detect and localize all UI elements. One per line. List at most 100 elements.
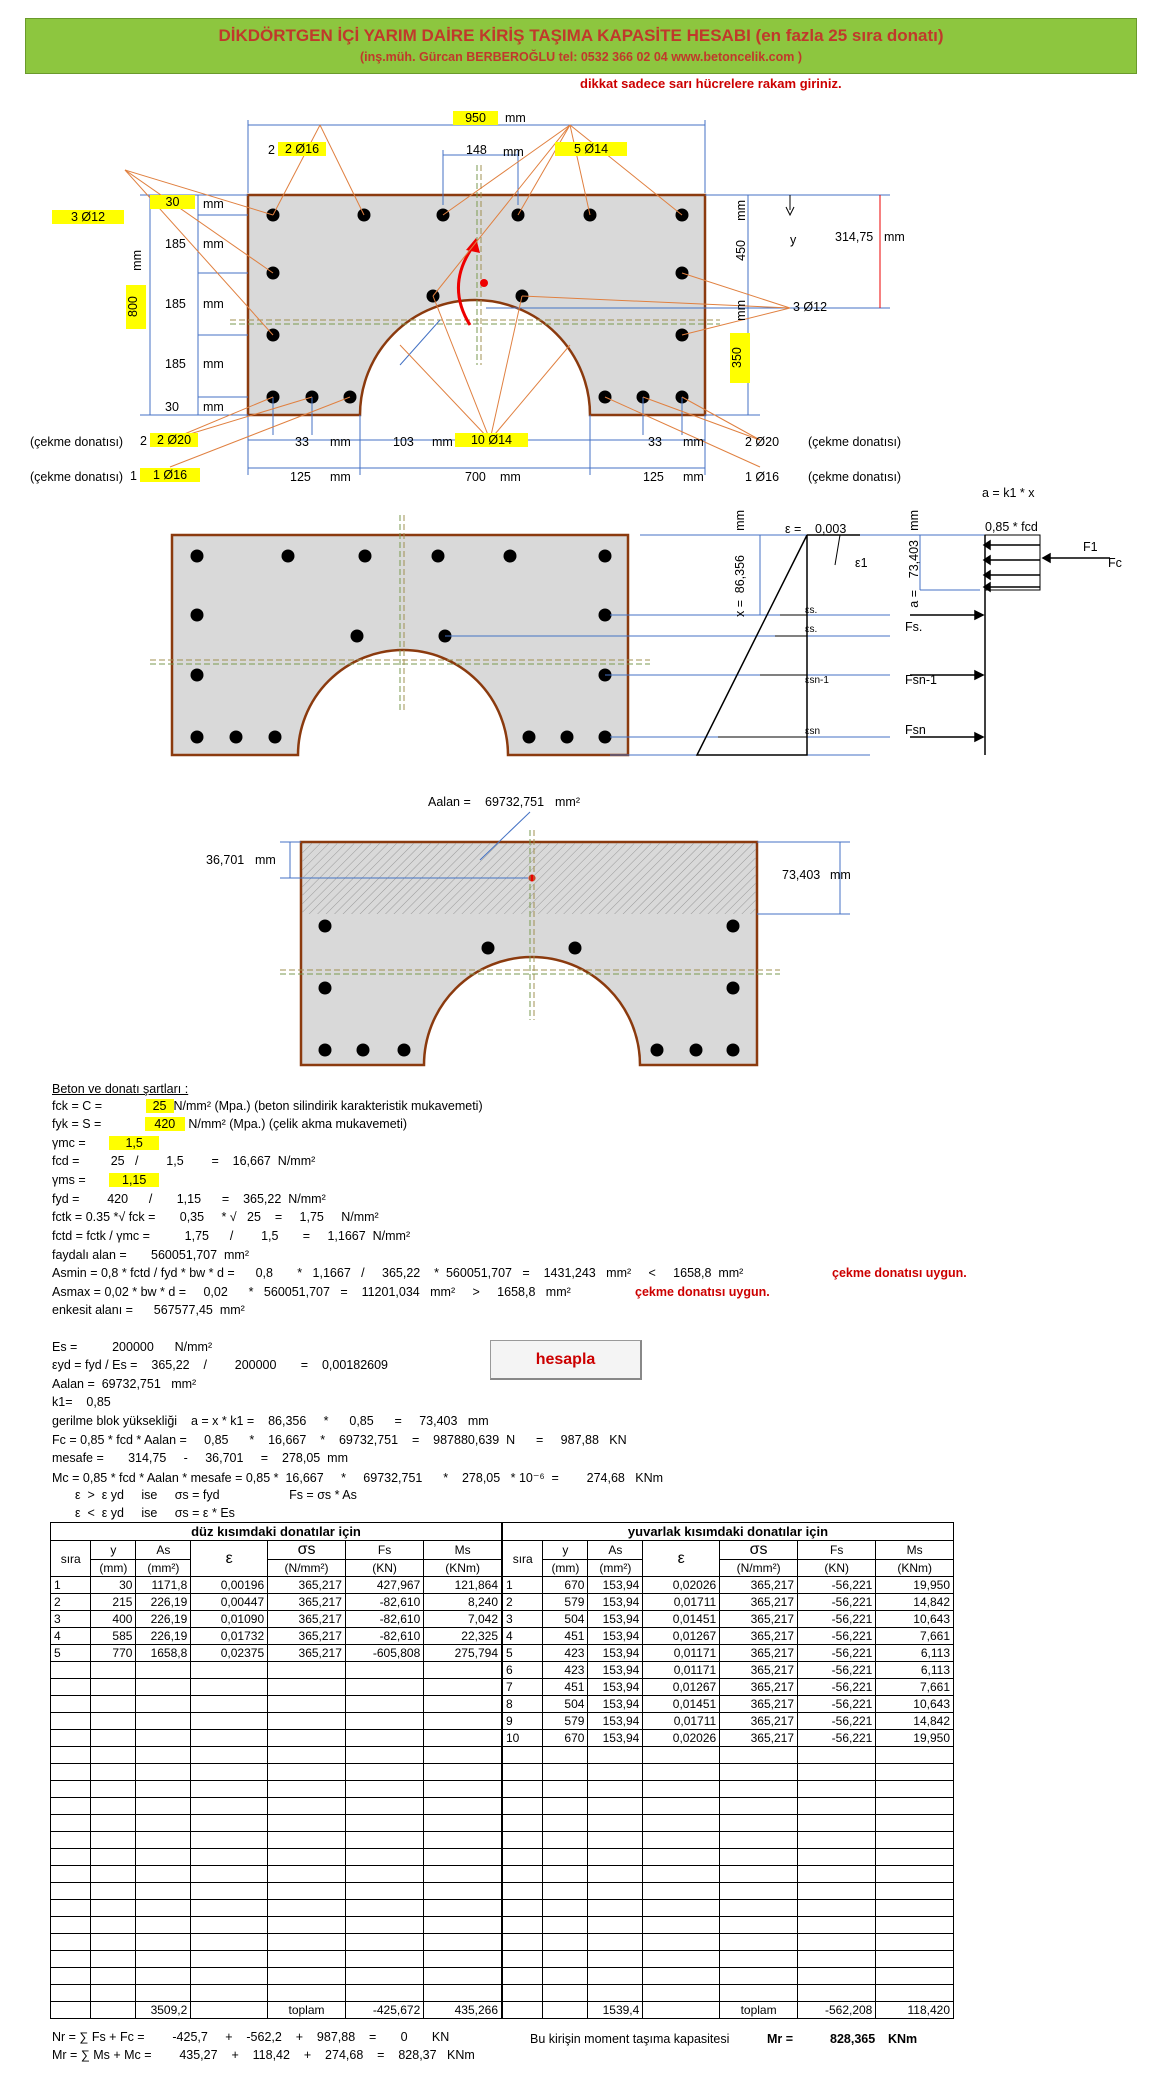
total-as: 3509,2 [135, 2001, 192, 2019]
table-cell [267, 1661, 346, 1679]
table-cell [796, 1848, 877, 1866]
y-label: y [790, 233, 797, 247]
table-cell [190, 1916, 269, 1934]
table-cell [344, 1831, 425, 1849]
fck-input[interactable]: 25 [145, 1099, 174, 1113]
table-cell [90, 1848, 137, 1866]
bot-left-bars2-input[interactable]: 1 Ø16 [140, 468, 200, 482]
table-cell: -56,221 [796, 1712, 877, 1730]
gmc-line: γmc = 1,5 [52, 1136, 160, 1150]
table-cell [423, 1984, 502, 2002]
table-cell [344, 1950, 425, 1968]
conditions-heading: Beton ve donatı şartları : [52, 1082, 189, 1096]
table-row [501, 1797, 954, 1815]
unit: mm [907, 510, 921, 531]
table-row [49, 1678, 502, 1696]
table-row [501, 1848, 954, 1866]
table-row [501, 1950, 954, 1968]
table-cell: 427,967 [344, 1576, 425, 1594]
dim-125-left: 125 [290, 470, 311, 484]
table-cell [587, 1933, 644, 1951]
table-cell: -82,610 [344, 1593, 425, 1611]
table-cell [423, 1967, 502, 1985]
height-input[interactable]: 800 [126, 285, 146, 329]
table-cell: 0,00447 [190, 1593, 269, 1611]
table-cell [90, 1729, 137, 1747]
table-cell [501, 1763, 544, 1781]
table-cell [49, 1729, 92, 1747]
cekme-label: (çekme donatısı) [30, 435, 124, 449]
table-cell [190, 1763, 269, 1781]
fyk-input[interactable]: 420 [144, 1117, 185, 1131]
block-height-line: gerilme blok yüksekliği a = x * k1 = 86,… [52, 1414, 489, 1428]
eps-value: 0,003 [815, 522, 847, 536]
bot-left-bars-input[interactable]: 2 Ø20 [150, 433, 198, 447]
table-cell [135, 1661, 192, 1679]
label: 1 [130, 469, 137, 483]
table-cell [135, 1848, 192, 1866]
table-cell [90, 1746, 137, 1764]
table-cell: 9 [501, 1712, 544, 1730]
table-cell: 10 [501, 1729, 544, 1747]
dim-700: 700 [465, 470, 486, 484]
table-cell: 0,02026 [642, 1576, 721, 1594]
cover-top-input[interactable]: 30 [150, 195, 195, 209]
table-cell [542, 1848, 589, 1866]
table-cell [267, 1712, 346, 1730]
table-cell [135, 1967, 192, 1985]
fc-label: Fc [1108, 556, 1122, 570]
table-cell [190, 1984, 269, 2002]
gms-input[interactable]: 1,15 [109, 1173, 160, 1187]
left-bars-input[interactable]: 3 Ø12 [52, 210, 124, 224]
gmc-input[interactable]: 1,5 [109, 1136, 160, 1150]
table-cell [344, 1797, 425, 1815]
table-cell: 1658,8 [135, 1644, 192, 1662]
table-cell [423, 1848, 502, 1866]
table-cell [267, 1729, 346, 1747]
table-cell [587, 1763, 644, 1781]
table-cell [719, 1763, 798, 1781]
table-cell: 19,950 [875, 1576, 954, 1594]
table-cell: -56,221 [796, 1678, 877, 1696]
top-bars-input[interactable]: 2 Ø16 [278, 142, 326, 156]
width-input[interactable]: 950 [453, 111, 498, 125]
dim-350-input[interactable]: 350 [730, 333, 750, 383]
column-unit: (mm²) [135, 1559, 192, 1577]
arc-bars-input[interactable]: 10 Ø14 [455, 433, 528, 447]
table-cell [587, 1746, 644, 1764]
table-cell [642, 1882, 721, 1900]
table-cell [642, 1865, 721, 1883]
table-cell [49, 1712, 92, 1730]
table-cell [423, 1729, 502, 1747]
mid-bars-input[interactable]: 5 Ø14 [555, 142, 627, 156]
table-cell [875, 1831, 954, 1849]
table-cell [344, 1814, 425, 1832]
table-cell [501, 1899, 544, 1917]
unit: mm [330, 470, 351, 484]
table-cell [135, 1746, 192, 1764]
table-cell: 579 [542, 1593, 589, 1611]
table-cell: 153,94 [587, 1576, 644, 1594]
table-cell [875, 1882, 954, 1900]
table-cell [49, 1831, 92, 1849]
table-cell [719, 1967, 798, 1985]
table-cell [796, 1797, 877, 1815]
table-row [49, 1814, 502, 1832]
table-cell: 3 [49, 1610, 92, 1628]
unit: mm [255, 853, 276, 867]
table-row [501, 1763, 954, 1781]
table-row [49, 1661, 502, 1679]
bot-right-bars: 2 Ø20 [745, 435, 780, 449]
table-cell: 153,94 [587, 1729, 644, 1747]
calculate-button[interactable]: hesapla [490, 1340, 642, 1380]
table-cell [190, 1950, 269, 1968]
table-cell: 365,217 [719, 1729, 798, 1747]
table-cell [49, 1695, 92, 1713]
table-cell: 365,217 [267, 1610, 346, 1628]
table-cell: 670 [542, 1729, 589, 1747]
table-row [49, 1746, 502, 1764]
table-cell [875, 1933, 954, 1951]
